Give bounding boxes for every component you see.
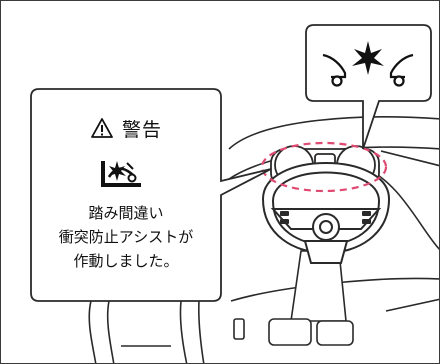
warning-message: 踏み間違い 衝突防止アシストが 作動しました。	[31, 201, 221, 273]
warning-message-line: 踏み間違い	[88, 204, 164, 222]
pedals	[233, 318, 354, 346]
collision-warning-icon	[322, 41, 414, 87]
warning-title: 警告	[121, 118, 162, 141]
cluster-highlight	[260, 141, 388, 193]
console-outline	[88, 300, 205, 363]
warning-message-line: 作動しました。	[73, 252, 179, 270]
warning-callout	[30, 88, 272, 302]
collision-callout	[305, 24, 432, 150]
warning-heading: 警告	[31, 113, 221, 143]
steering-buttons	[280, 211, 371, 224]
warning-message-line: 衝突防止アシストが	[58, 228, 194, 246]
steering-wheel	[261, 162, 391, 264]
pedal-misapplication-assist-icon	[101, 161, 141, 187]
warning-triangle-icon	[91, 118, 113, 138]
